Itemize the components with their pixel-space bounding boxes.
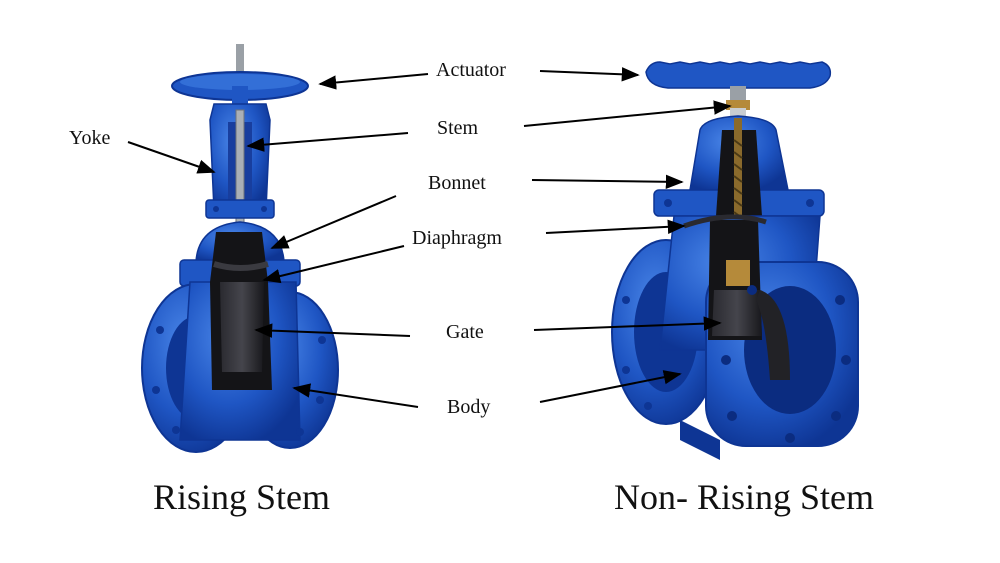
arrow-stem-right <box>523 100 732 127</box>
label-stem: Stem <box>437 117 479 139</box>
caption-non-rising-stem: Non- Rising Stem <box>614 477 875 517</box>
label-diaphragm: Diaphragm <box>412 227 502 249</box>
non-rising-handwheel <box>645 61 832 89</box>
leader-lines <box>127 67 732 408</box>
arrow-diaphragm-left <box>262 245 405 284</box>
non-rising-gate <box>712 290 762 336</box>
arrow-stem-left <box>246 132 409 152</box>
non-rising-diaphragm <box>683 214 767 229</box>
rising-stem <box>235 109 245 241</box>
arrow-yoke <box>127 141 216 174</box>
arrow-body-right <box>539 370 682 403</box>
rising-stem-top <box>236 44 244 84</box>
arrow-actuator-left <box>318 73 429 90</box>
arrow-actuator-right <box>539 67 640 82</box>
arrow-body-left <box>292 383 419 408</box>
label-yoke: Yoke <box>69 127 111 149</box>
arrow-bonnet-right <box>531 174 684 189</box>
rising-diaphragm <box>213 261 269 271</box>
label-gate: Gate <box>446 321 484 343</box>
label-bonnet: Bonnet <box>428 172 486 194</box>
arrow-gate-left <box>254 323 411 338</box>
arrow-gate-right <box>533 316 722 331</box>
arrow-bonnet-left <box>270 195 397 249</box>
label-body: Body <box>447 396 491 418</box>
arrow-diaphragm-right <box>545 219 686 235</box>
caption-rising-stem: Rising Stem <box>153 477 331 517</box>
rising-gate <box>220 282 264 372</box>
non-rising-stem-valve <box>611 61 859 460</box>
label-actuator: Actuator <box>436 59 506 81</box>
